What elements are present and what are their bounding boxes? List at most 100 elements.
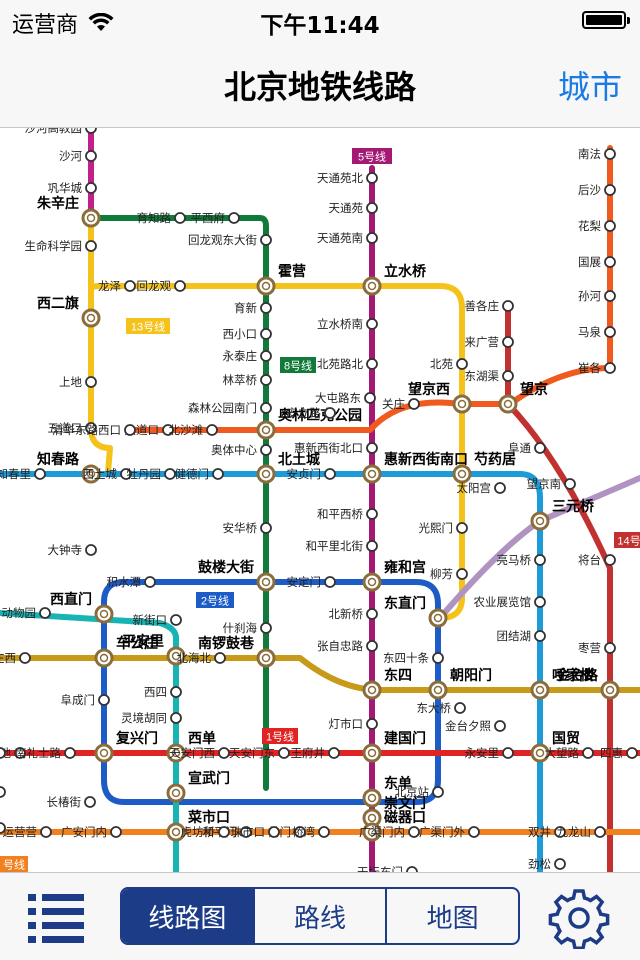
station-label[interactable]: 安定门 [287,575,322,589]
station-label[interactable]: 车公庄西 [0,651,16,665]
transfer-station-label[interactable]: 鼓楼大街 [198,559,254,576]
station[interactable] [494,720,506,732]
station[interactable] [294,826,306,838]
station[interactable] [454,702,466,714]
station[interactable] [124,424,136,436]
station[interactable] [110,826,122,838]
station-label[interactable]: 广渠门外 [419,825,465,839]
station[interactable] [218,826,230,838]
station-label[interactable]: 运营营 [3,825,38,839]
station[interactable] [366,608,378,620]
station[interactable] [626,747,638,759]
station-label[interactable]: 四惠 [600,746,623,760]
station-label[interactable]: 太阳宫 [457,481,492,495]
transfer-station-label[interactable]: 复兴门 [115,730,158,747]
station[interactable] [39,607,51,619]
transfer-station-label[interactable]: 惠新西街南口 [384,451,468,468]
station-label[interactable]: 枣营 [578,641,601,655]
station-label[interactable]: 双井 [528,825,551,839]
station-label[interactable]: 森林公园南门 [188,401,257,415]
tab-line-map[interactable]: 线路图 [122,889,253,943]
station[interactable] [366,358,378,370]
station-label[interactable]: 天坛东门 [357,865,403,872]
station[interactable] [34,468,46,480]
station-label[interactable]: 天安门东 [229,746,275,760]
station-label[interactable]: 西土城 [83,467,118,481]
transfer-station-label[interactable]: 东四 [384,667,412,684]
station-label[interactable]: 龙泽 [98,279,121,293]
transfer-station-label[interactable]: 知春路 [37,451,80,468]
station-label[interactable]: 上地 [59,375,82,389]
station[interactable] [604,220,616,232]
station[interactable] [170,712,182,724]
station[interactable] [456,568,468,580]
transfer-station-label[interactable]: 立水桥 [384,263,427,280]
station-label[interactable]: 花梨 [578,219,601,233]
transfer-station-label[interactable]: 芍药居 [474,451,516,468]
station[interactable] [604,256,616,268]
station-label[interactable]: 阜通 [508,441,531,455]
station-label[interactable]: 劲松 [528,857,551,871]
station[interactable] [98,694,110,706]
station[interactable] [318,826,330,838]
station[interactable] [604,148,616,160]
transfer-station-label[interactable]: 西单 [188,730,216,747]
station[interactable] [456,522,468,534]
station-label[interactable]: 和平里北街 [306,539,364,553]
station-label[interactable]: 育新 [234,301,257,315]
station-label[interactable]: 育知路 [137,211,172,225]
station-label[interactable]: 大屯路东 [315,391,361,405]
station[interactable] [534,630,546,642]
station-label[interactable]: 永泰庄 [223,349,258,363]
station[interactable] [164,468,176,480]
station[interactable] [85,422,97,434]
station[interactable] [564,478,576,490]
station[interactable] [534,442,546,454]
transfer-station-label[interactable]: 平安里 [122,633,164,650]
station-label[interactable]: 光熙门 [419,521,454,535]
station-label[interactable]: 后沙 [578,183,601,197]
station-label[interactable]: 立水桥南 [317,317,363,331]
station[interactable] [278,747,290,759]
transfer-station-label[interactable]: 国贸 [552,730,580,747]
station-label[interactable]: 林萃桥 [223,373,258,387]
station-label[interactable]: 灵境胡同 [121,711,167,725]
station[interactable] [260,302,272,314]
station-label[interactable]: 安华桥 [223,521,258,535]
transfer-station-label[interactable]: 崇文门 [384,795,426,812]
station[interactable] [40,826,52,838]
station-label[interactable]: 虎坊桥 [181,825,216,839]
station[interactable] [260,328,272,340]
station-label[interactable]: 北苑 [430,357,453,371]
station-label[interactable]: 农业展览馆 [474,595,532,609]
station-label[interactable]: 天通苑北 [317,171,363,185]
station[interactable] [554,826,566,838]
station-label[interactable]: 关庄 [382,397,405,411]
station[interactable] [494,482,506,494]
station[interactable] [85,240,97,252]
station-label[interactable]: 来广营 [465,335,500,349]
station[interactable] [366,540,378,552]
station[interactable] [260,522,272,534]
station-label[interactable]: 柳芳 [430,567,453,581]
station-label[interactable]: 亮马桥 [497,553,532,567]
station[interactable] [366,442,378,454]
transfer-station-label[interactable]: 宣武门 [188,770,230,787]
transfer-station-label[interactable]: 西二旗 [37,295,79,312]
station-label[interactable]: 安立路 [287,406,322,420]
station[interactable] [64,747,76,759]
station[interactable] [582,747,594,759]
tab-route[interactable]: 路线 [252,889,386,943]
station[interactable] [366,172,378,184]
station-label[interactable]: 长椿街 [47,795,82,809]
station-label[interactable]: 南礼士路 [15,746,61,760]
station[interactable] [0,747,6,759]
station[interactable] [124,280,136,292]
station[interactable] [0,822,6,834]
tab-map[interactable]: 地图 [385,889,518,943]
station[interactable] [218,747,230,759]
station[interactable] [604,554,616,566]
station[interactable] [144,576,156,588]
station[interactable] [240,826,252,838]
